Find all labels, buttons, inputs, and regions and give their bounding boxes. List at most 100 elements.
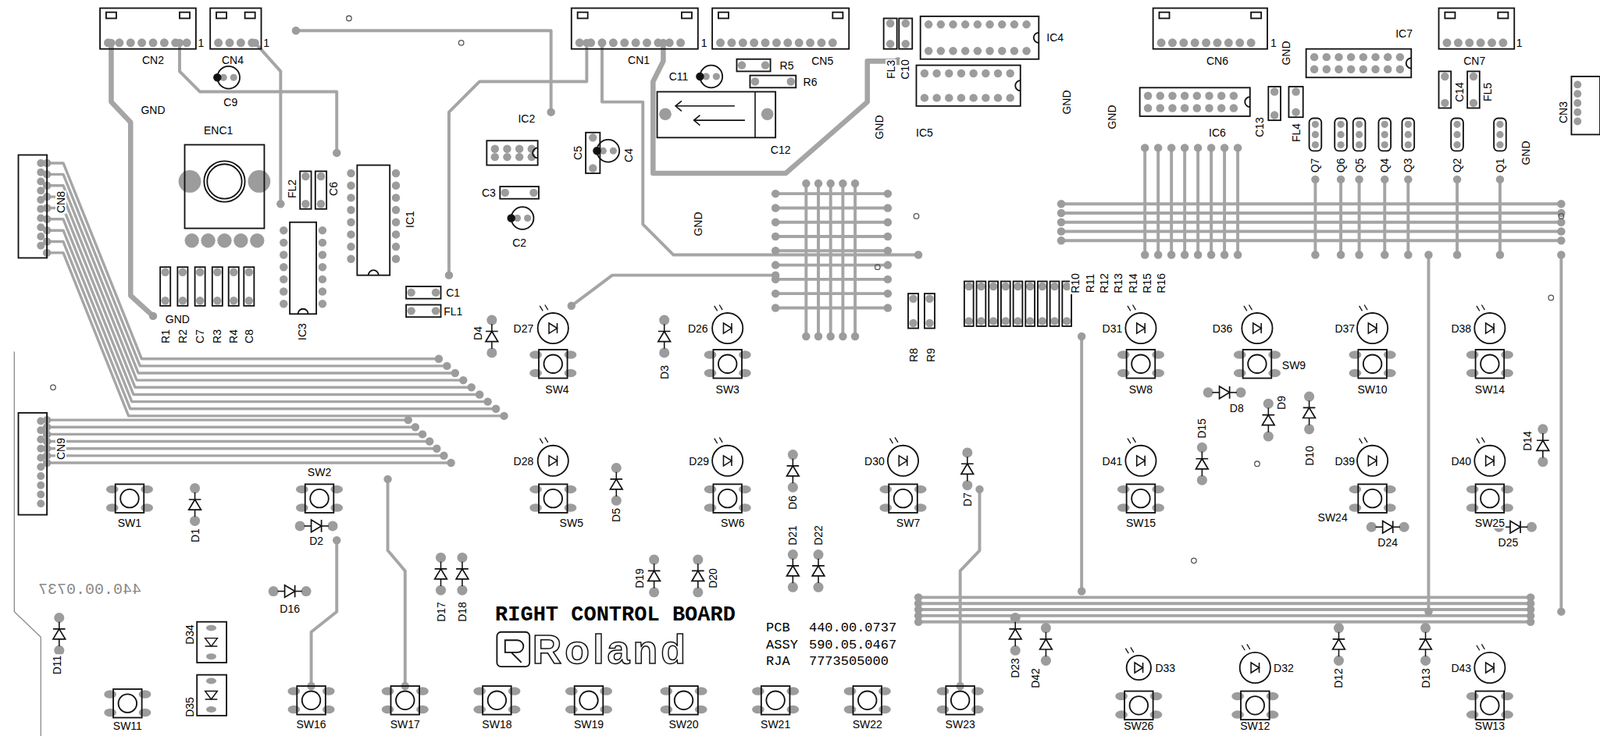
switch-button (1246, 696, 1266, 716)
solder-pad (794, 38, 804, 47)
via-pad (451, 369, 460, 378)
solder-pad (961, 46, 970, 55)
solder-pad (726, 38, 736, 47)
diode-symbol (1419, 639, 1433, 650)
led-symbol (1253, 323, 1262, 334)
solder-pad (233, 233, 248, 248)
solder-pad (828, 38, 838, 47)
diode-symbol (1303, 407, 1316, 418)
ic-outline (915, 65, 1020, 107)
passive-part (924, 293, 935, 328)
solder-pad (36, 232, 45, 241)
via-pad (1424, 250, 1433, 259)
via-pad (851, 332, 859, 341)
solder-pad (36, 205, 45, 214)
solder-pad (1573, 89, 1582, 98)
solder-pad (200, 233, 215, 248)
via-pad (439, 452, 448, 460)
part-designator: D19 (634, 567, 645, 590)
part-designator: D15 (1196, 417, 1208, 440)
solder-pad (1310, 53, 1319, 61)
part-designator: R11 (1084, 273, 1096, 295)
switch-button (544, 489, 564, 509)
led-symbol (548, 456, 557, 467)
solder-pad (976, 282, 985, 291)
solder-pad (659, 705, 673, 714)
part-designator: D7 (962, 491, 973, 508)
part-designator: SW13 (1474, 720, 1506, 732)
ic-outline (1140, 87, 1251, 117)
light-arrows (1476, 644, 1485, 651)
via-pad (771, 303, 780, 312)
logo-mark (496, 632, 530, 667)
part-designator: GND (164, 313, 191, 325)
copper-trace (46, 461, 451, 464)
copper-trace (1061, 220, 1561, 225)
solder-pad (103, 690, 117, 699)
solder-pad (1466, 503, 1479, 512)
solder-pad (1383, 53, 1392, 61)
solder-pad (704, 369, 717, 378)
solder-pad (1217, 103, 1226, 112)
solder-pad (1349, 369, 1362, 378)
solder-pad (1010, 20, 1019, 29)
solder-pad (391, 206, 400, 214)
via-pad (1404, 175, 1412, 184)
light-arrows (889, 437, 898, 444)
copper-trace (918, 620, 1531, 624)
board-info: 7773505000 (808, 653, 890, 669)
via-pad (1233, 250, 1242, 259)
solder-pad (515, 153, 524, 161)
solder-pad (279, 299, 288, 308)
led-outline (1240, 652, 1271, 684)
copper-trace (571, 275, 776, 307)
part-designator: C3 (481, 187, 497, 199)
via-pad (771, 218, 780, 227)
passive-part (499, 186, 539, 200)
diode-symbol (434, 569, 448, 580)
via-pad (1557, 218, 1565, 227)
solder-pad (137, 38, 147, 47)
solder-pad (1197, 442, 1208, 453)
led-symbol (548, 323, 557, 334)
solder-pad (508, 687, 521, 695)
solder-pad (620, 38, 629, 47)
solder-pad (1496, 121, 1504, 129)
solder-pad (738, 485, 752, 494)
via-pad (1193, 250, 1202, 259)
via-pad (1167, 143, 1176, 152)
solder-pad (1383, 65, 1392, 74)
part-designator: D5 (610, 507, 622, 524)
part-designator: CN4 (220, 54, 245, 66)
diode-symbol (456, 569, 469, 580)
tact-switch (1126, 484, 1156, 514)
switch-button (951, 691, 970, 711)
copper-trace (448, 42, 587, 276)
via-pad (491, 405, 500, 414)
solder-pad (1349, 350, 1362, 359)
switch-button (718, 355, 738, 375)
solder-pad (948, 20, 957, 29)
via-pad (1167, 250, 1176, 259)
light-arrows (539, 305, 548, 312)
solder-pad (1334, 53, 1343, 61)
solder-pad (391, 193, 400, 202)
copper-trace (46, 418, 409, 421)
diode-symbol (1510, 520, 1521, 534)
ic-outline (1306, 49, 1412, 79)
solder-pad (704, 485, 717, 494)
light-arrows (1476, 305, 1485, 312)
copper-trace (46, 426, 416, 429)
solder-pad (879, 485, 892, 494)
via-pad (771, 203, 780, 212)
part-designator: FL5 (1482, 81, 1494, 103)
solder-pad (1217, 92, 1226, 100)
part-designator: CN5 (810, 55, 834, 67)
solder-pad (653, 38, 663, 47)
solder-pad (1270, 87, 1279, 96)
solder-pad (160, 268, 169, 277)
via-pad (883, 289, 892, 298)
solder-pad (1010, 46, 1019, 55)
tact-switch (1126, 349, 1156, 379)
solder-pad (1197, 475, 1208, 486)
